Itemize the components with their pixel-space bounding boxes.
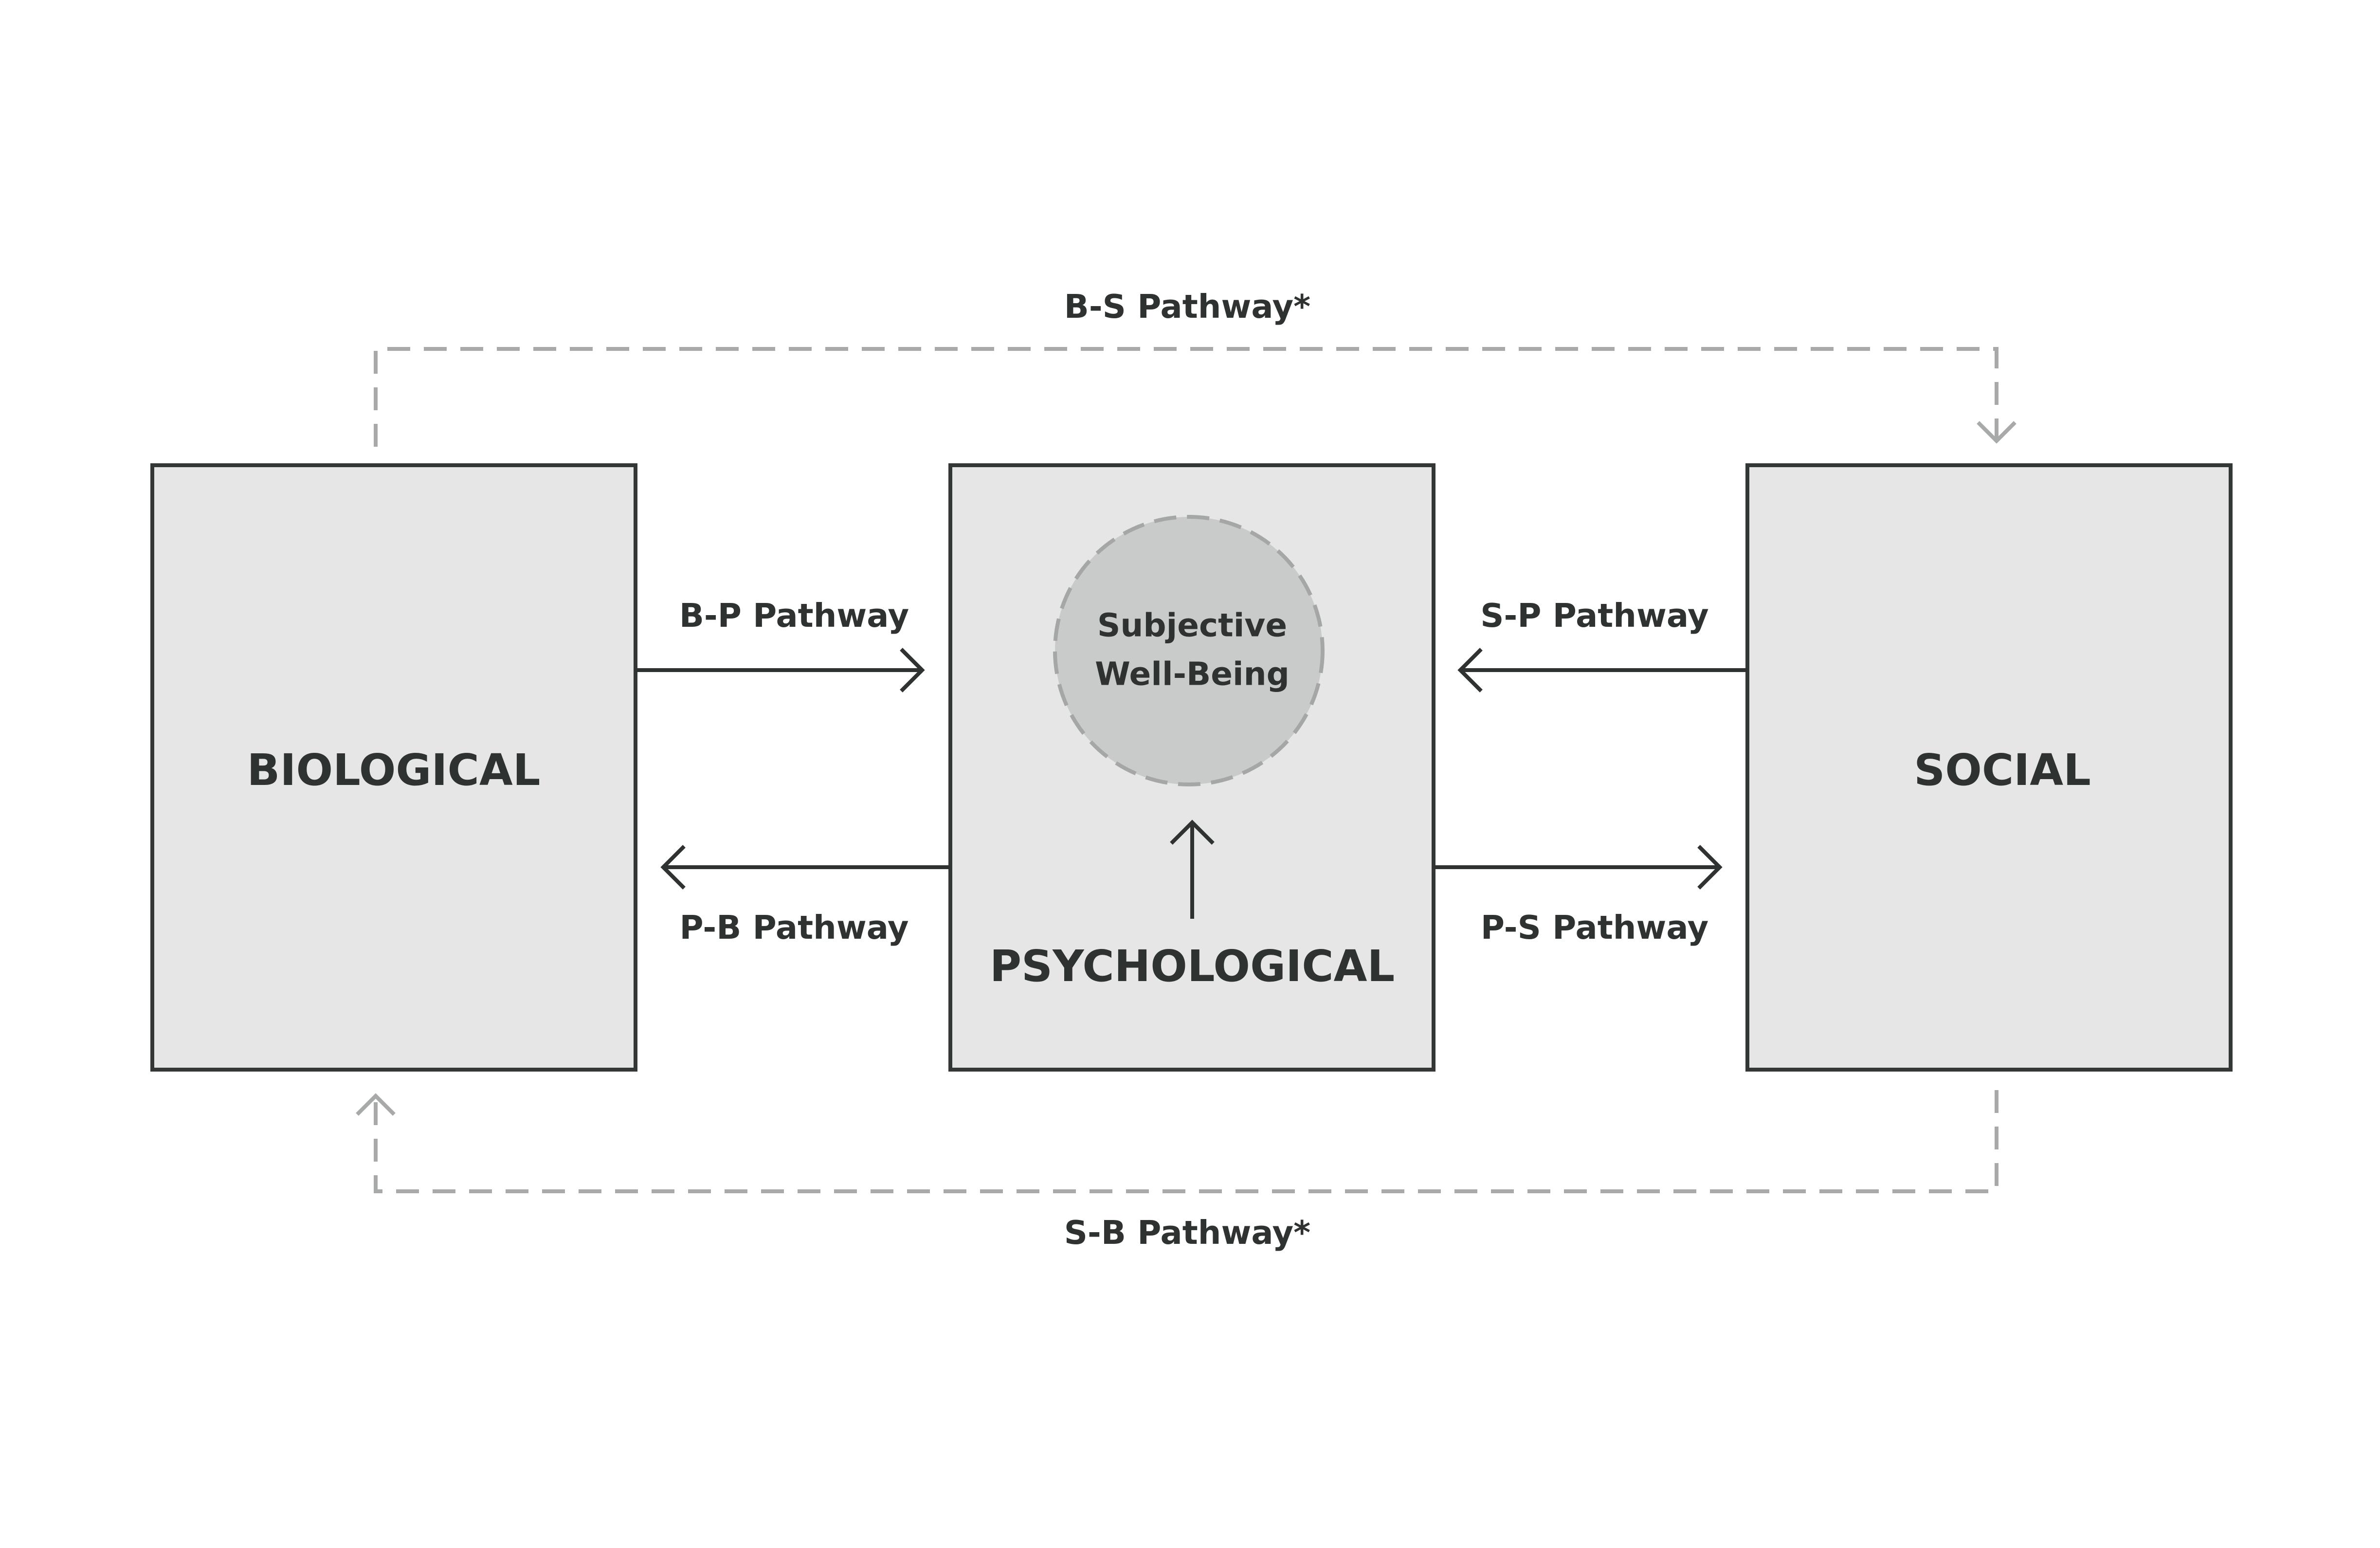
biological-box	[150, 463, 637, 1072]
bs-pathway-label: B-S Pathway*	[1064, 288, 1310, 326]
sp-pathway-arrow	[1457, 648, 1747, 692]
subjective-well-being-label-line1: Subjective	[1097, 607, 1287, 644]
pb-pathway-label: P-B Pathway	[679, 909, 908, 947]
biological-label: BIOLOGICAL	[247, 745, 541, 795]
bp-pathway-label: B-P Pathway	[679, 597, 909, 635]
bp-pathway-arrow	[636, 648, 925, 692]
sb-pathway-arrow	[356, 1090, 1998, 1193]
subjective-well-being-circle	[1053, 515, 1325, 786]
social-box	[1745, 463, 2233, 1072]
ps-pathway-label: P-S Pathway	[1481, 909, 1708, 947]
pb-pathway-arrow	[660, 845, 950, 890]
subjective-well-being-label-line2: Well-Being	[1095, 656, 1290, 693]
social-label: SOCIAL	[1914, 745, 2091, 795]
sp-pathway-label: S-P Pathway	[1480, 597, 1708, 635]
psych-to-swb-arrow	[1170, 820, 1215, 919]
psychological-label: PSYCHOLOGICAL	[990, 941, 1395, 991]
bs-pathway-arrow	[374, 347, 2017, 447]
ps-pathway-arrow	[1434, 845, 1723, 890]
sb-pathway-label: S-B Pathway*	[1064, 1214, 1310, 1252]
